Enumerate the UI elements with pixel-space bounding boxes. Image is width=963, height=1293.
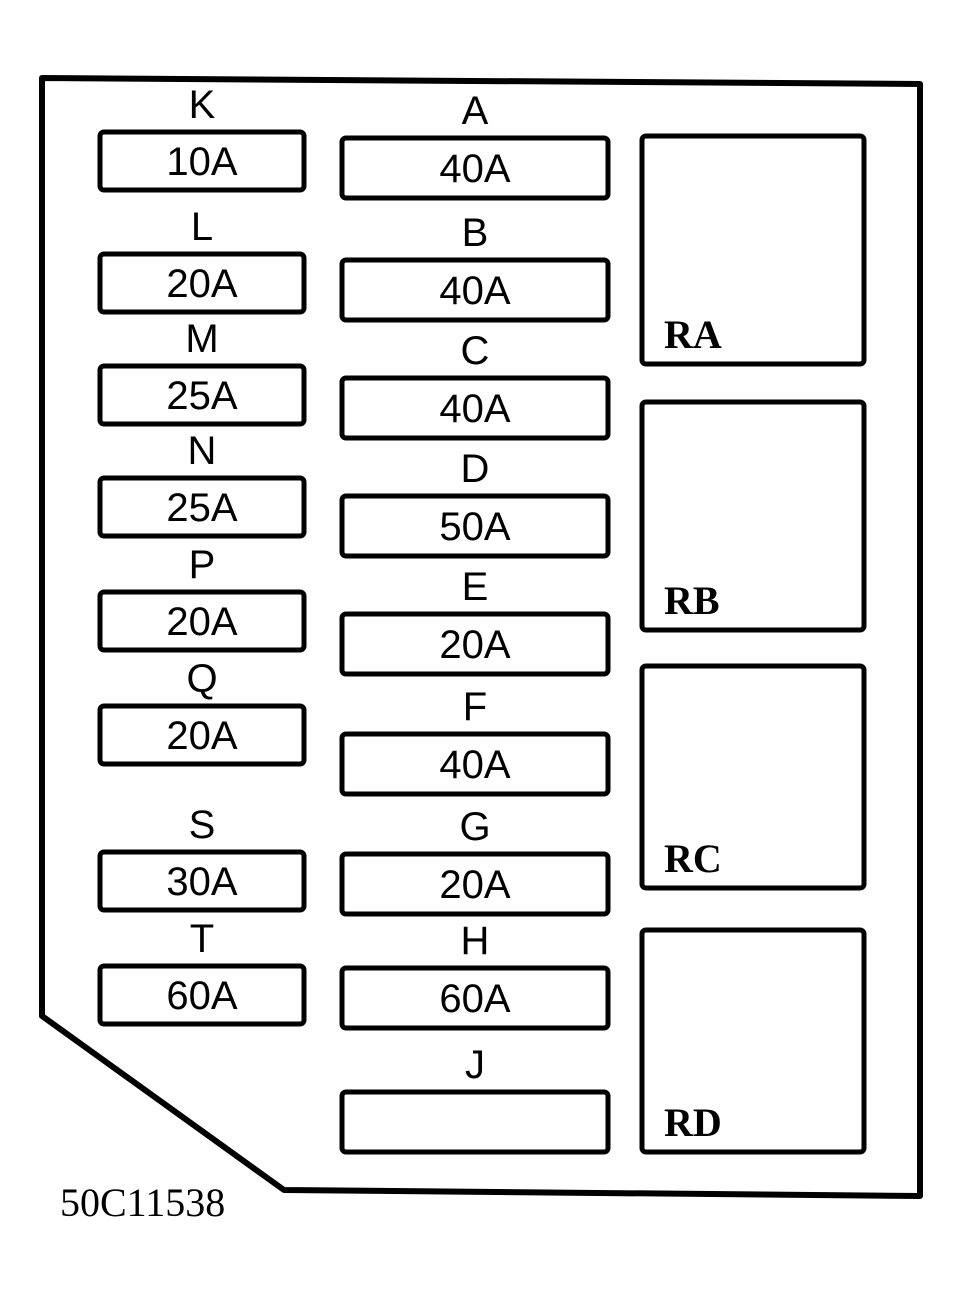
fuse-rating: 40A — [439, 387, 510, 431]
fuse-g: G 20A — [339, 805, 611, 917]
fuse-slot — [97, 849, 307, 913]
relay-group: RA RB RC RD — [639, 133, 867, 1155]
fuse-slot — [339, 257, 611, 323]
fuse-slot — [97, 129, 307, 193]
fuse-rating: 60A — [439, 977, 510, 1021]
fuse-f: F 40A — [339, 685, 611, 797]
fuse-e: E 20A — [339, 565, 611, 677]
fuse-m: M 25A — [97, 317, 307, 427]
fuse-t: T 60A — [97, 917, 307, 1027]
fuse-rating: 40A — [439, 147, 510, 191]
fuse-slot — [339, 731, 611, 797]
fuse-label: C — [461, 329, 490, 373]
fuse-a: A 40A — [339, 89, 611, 201]
fuse-slot — [339, 611, 611, 677]
fuse-rating: 20A — [166, 714, 237, 758]
relay-slot — [639, 927, 867, 1155]
relay-rb: RB — [639, 399, 867, 633]
fuse-rating: 10A — [166, 140, 237, 184]
fuse-slot — [97, 703, 307, 767]
relay-slot — [639, 663, 867, 891]
fuse-slot — [339, 965, 611, 1031]
relay-ra: RA — [639, 133, 867, 367]
relay-label: RC — [664, 836, 722, 881]
fuse-c: C 40A — [339, 329, 611, 441]
fuse-rating: 25A — [166, 374, 237, 418]
fuse-slot — [339, 375, 611, 441]
fuse-label: N — [188, 429, 217, 473]
relay-label: RB — [664, 578, 720, 623]
fuse-d: D 50A — [339, 447, 611, 559]
fuse-slot — [339, 135, 611, 201]
fuse-group: K 10A L 20A M 25A N 25A P 20A Q 20A S 30A T 60A A 40A B 40A… — [97, 83, 611, 1155]
fuse-label: L — [191, 205, 213, 249]
fuse-label: B — [462, 211, 489, 255]
fuse-rating: 20A — [439, 623, 510, 667]
fuse-label: D — [461, 447, 490, 491]
fuse-j: J — [339, 1043, 611, 1155]
fuse-rating: 20A — [166, 262, 237, 306]
fuse-q: Q 20A — [97, 657, 307, 767]
fuse-b: B 40A — [339, 211, 611, 323]
fuse-slot — [97, 363, 307, 427]
fuse-box-outline — [39, 75, 923, 1199]
fuse-slot — [97, 475, 307, 539]
fuse-label: P — [189, 543, 216, 587]
fuse-s: S 30A — [97, 803, 307, 913]
fuse-label: Q — [186, 657, 217, 701]
fuse-rating: 25A — [166, 486, 237, 530]
fuse-rating: 40A — [439, 269, 510, 313]
fuse-rating: 30A — [166, 860, 237, 904]
fuse-label: F — [463, 685, 487, 729]
relay-label: RA — [664, 312, 722, 357]
fuse-n: N 25A — [97, 429, 307, 539]
fuse-label: E — [462, 565, 489, 609]
fuse-label: K — [189, 83, 216, 127]
fuse-label: H — [461, 919, 490, 963]
fuse-rating: 60A — [166, 974, 237, 1018]
fuse-label: A — [462, 89, 489, 133]
fuse-slot — [339, 493, 611, 559]
fuse-slot — [97, 589, 307, 653]
fuse-label: S — [189, 803, 216, 847]
relay-slot — [639, 133, 867, 367]
fuse-rating: 40A — [439, 743, 510, 787]
relay-slot — [639, 399, 867, 633]
fuse-p: P 20A — [97, 543, 307, 653]
fuse-rating: 20A — [439, 863, 510, 907]
fuse-slot — [339, 851, 611, 917]
fuse-slot — [97, 251, 307, 315]
fuse-label: T — [190, 917, 214, 961]
fuse-rating: 20A — [166, 600, 237, 644]
fuse-l: L 20A — [97, 205, 307, 315]
fuse-label: J — [465, 1043, 485, 1087]
fuse-slot — [97, 963, 307, 1027]
relay-rd: RD — [639, 927, 867, 1155]
fuse-slot — [339, 1089, 611, 1155]
fuse-k: K 10A — [97, 83, 307, 193]
figure-code: 50C11538 — [60, 1180, 225, 1225]
relay-rc: RC — [639, 663, 867, 891]
fuse-label: M — [185, 317, 218, 361]
fuse-label: G — [459, 805, 490, 849]
fuse-h: H 60A — [339, 919, 611, 1031]
relay-label: RD — [664, 1100, 722, 1145]
fuse-rating: 50A — [439, 505, 510, 549]
